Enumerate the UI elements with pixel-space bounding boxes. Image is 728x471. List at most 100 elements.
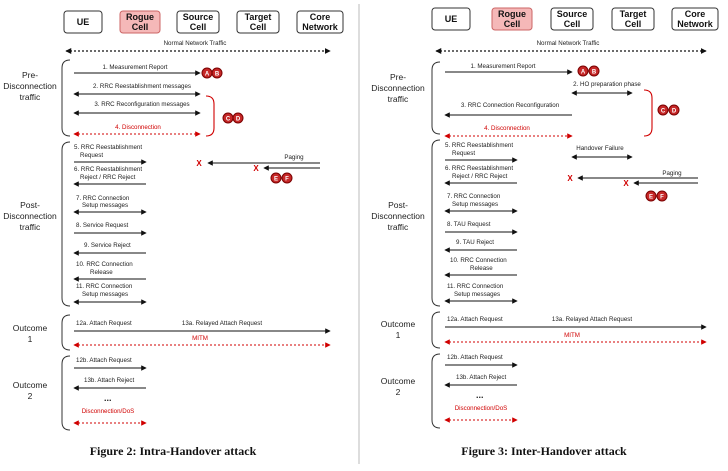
msg-r11-label-1: 11. RRC Connection	[447, 283, 504, 290]
msg-r4-label: 4. Disconnection	[484, 125, 530, 132]
dos-label-r: Disconnection/DoS	[455, 405, 508, 412]
bracket-post	[61, 141, 71, 307]
phase-pre-1: Pre-	[22, 70, 38, 80]
badge-e: E	[270, 172, 282, 184]
phase-post-3-r: traffic	[388, 222, 409, 232]
svg-text:C: C	[661, 109, 666, 115]
phase-pre-3-r: traffic	[388, 94, 409, 104]
entity-target-cell-r: Target Cell	[611, 7, 655, 31]
phase-post-2: Disconnection	[3, 211, 57, 221]
svg-text:F: F	[660, 195, 664, 201]
entity-source-cell-r: Source Cell	[550, 7, 594, 31]
badge-c-r: C	[657, 104, 669, 116]
phase-outcome1-2-r: 1	[396, 330, 401, 340]
phase-pre-1-r: Pre-	[390, 72, 406, 82]
svg-text:Cell: Cell	[564, 19, 581, 29]
phase-pre-2: Disconnection	[3, 81, 57, 91]
entity-rogue-cell-label-2: Cell	[132, 22, 149, 32]
phase-post-1: Post-	[20, 200, 40, 210]
msg-10-label-2: Release	[90, 269, 113, 276]
bracket-pre	[61, 59, 71, 137]
bracket-outcome1	[61, 314, 71, 351]
svg-text:Target: Target	[620, 9, 647, 19]
bracket-outcome1-r	[431, 311, 441, 349]
bracket-outcome2	[61, 355, 71, 431]
svg-text:Core: Core	[685, 9, 706, 19]
svg-text:E: E	[649, 195, 653, 201]
msg-13b-label: 13b. Attach Reject	[84, 377, 134, 384]
msg-11-label-2: Setup messages	[82, 291, 128, 298]
svg-text:UE: UE	[445, 14, 458, 24]
svg-text:B: B	[592, 70, 597, 76]
msg-5-label-2: Request	[80, 152, 103, 159]
entity-target-cell-label-2: Cell	[250, 22, 267, 32]
msg-r13a-label: 13a. Relayed Attach Request	[552, 316, 632, 323]
entity-core-network-label-2: Network	[302, 22, 339, 32]
msg-r11-label-2: Setup messages	[454, 291, 500, 298]
msg-r5-label-1: 5. RRC Reestablishment	[445, 142, 513, 149]
entity-source-cell-label-1: Source	[183, 12, 214, 22]
badge-a-r: A	[577, 65, 589, 77]
msg-6-label-2: Reject / RRC Reject	[80, 174, 136, 181]
badge-b-r: B	[588, 65, 600, 77]
msg-3-label: 3. RRC Reconfiguration messages	[94, 101, 189, 108]
msg-r7-label-2: Setup messages	[452, 201, 498, 208]
msg-r10-label-2: Release	[470, 265, 493, 272]
bracket-pre-r	[431, 61, 441, 135]
paging-block-x-r2: X	[623, 179, 629, 188]
msg-2-label: 2. RRC Reestablishment messages	[93, 83, 191, 90]
figure-3-caption: Figure 3: Inter-Handover attack	[461, 444, 627, 458]
svg-text:Cell: Cell	[625, 19, 642, 29]
phase-outcome1-1: Outcome	[13, 323, 48, 333]
msg-r6-label-2: Reject / RRC Reject	[452, 173, 508, 180]
entity-rogue-cell-r: Rogue Cell	[491, 7, 533, 31]
mitm-label-r: MITM	[564, 332, 580, 339]
ellipsis: ...	[104, 393, 112, 403]
svg-text:C: C	[226, 117, 231, 123]
svg-text:F: F	[285, 177, 289, 183]
entity-rogue-cell-label-1: Rogue	[126, 12, 154, 22]
badge-f: F	[281, 172, 293, 184]
entity-core-network-r: Core Network	[671, 7, 719, 31]
badge-a: A	[201, 67, 213, 79]
paging-block-x-2: X	[253, 164, 259, 173]
msg-r7-label-1: 7. RRC Connection	[447, 193, 501, 200]
entity-core-network-label-1: Core	[310, 12, 331, 22]
entity-ue: UE	[63, 10, 103, 34]
badge-f-r: F	[656, 190, 668, 202]
entity-source-cell: Source Cell	[176, 10, 220, 34]
entity-rogue-cell: Rogue Cell	[119, 10, 161, 34]
bracket-cd-r	[643, 89, 653, 137]
figure-3-panel: UE Rogue Cell Source Cell Target Cell Co…	[371, 7, 719, 458]
phase-outcome1-2: 1	[28, 334, 33, 344]
paging-label-r: Paging	[662, 170, 682, 177]
svg-text:Network: Network	[677, 19, 714, 29]
msg-r8-label: 8. TAU Request	[447, 221, 491, 228]
normal-traffic-label: Normal Network Traffic	[164, 40, 227, 47]
phase-outcome2-1: Outcome	[13, 380, 48, 390]
phase-pre-3: traffic	[20, 92, 41, 102]
msg-r2-label: 2. HO preparation phase	[573, 81, 641, 88]
badge-b: B	[211, 67, 223, 79]
entity-core-network: Core Network	[296, 10, 344, 34]
msg-8-label: 8. Service Request	[76, 222, 129, 229]
figure-2-caption: Figure 2: Intra-Handover attack	[90, 444, 257, 458]
svg-text:A: A	[205, 72, 210, 78]
msg-r10-label-1: 10. RRC Connection	[450, 257, 507, 264]
entity-source-cell-label-2: Cell	[190, 22, 207, 32]
msg-7-label-2: Setup messages	[82, 202, 128, 209]
svg-text:Rogue: Rogue	[498, 9, 526, 19]
figure-2-panel: UE Rogue Cell Source Cell Target Cell Co…	[3, 10, 344, 458]
msg-11-label-1: 11. RRC Connection	[76, 283, 133, 290]
ellipsis-r: ...	[476, 390, 484, 400]
svg-text:B: B	[215, 72, 220, 78]
msg-r5-label-2: Request	[452, 150, 475, 157]
bracket-outcome2-r	[431, 353, 441, 429]
phase-outcome1-1-r: Outcome	[381, 319, 416, 329]
msg-r3-label: 3. RRC Connection Reconfiguration	[461, 102, 560, 109]
badge-e-r: E	[645, 190, 657, 202]
msg-r13b-label: 13b. Attach Reject	[456, 374, 506, 381]
dos-label: Disconnection/DoS	[82, 408, 135, 415]
